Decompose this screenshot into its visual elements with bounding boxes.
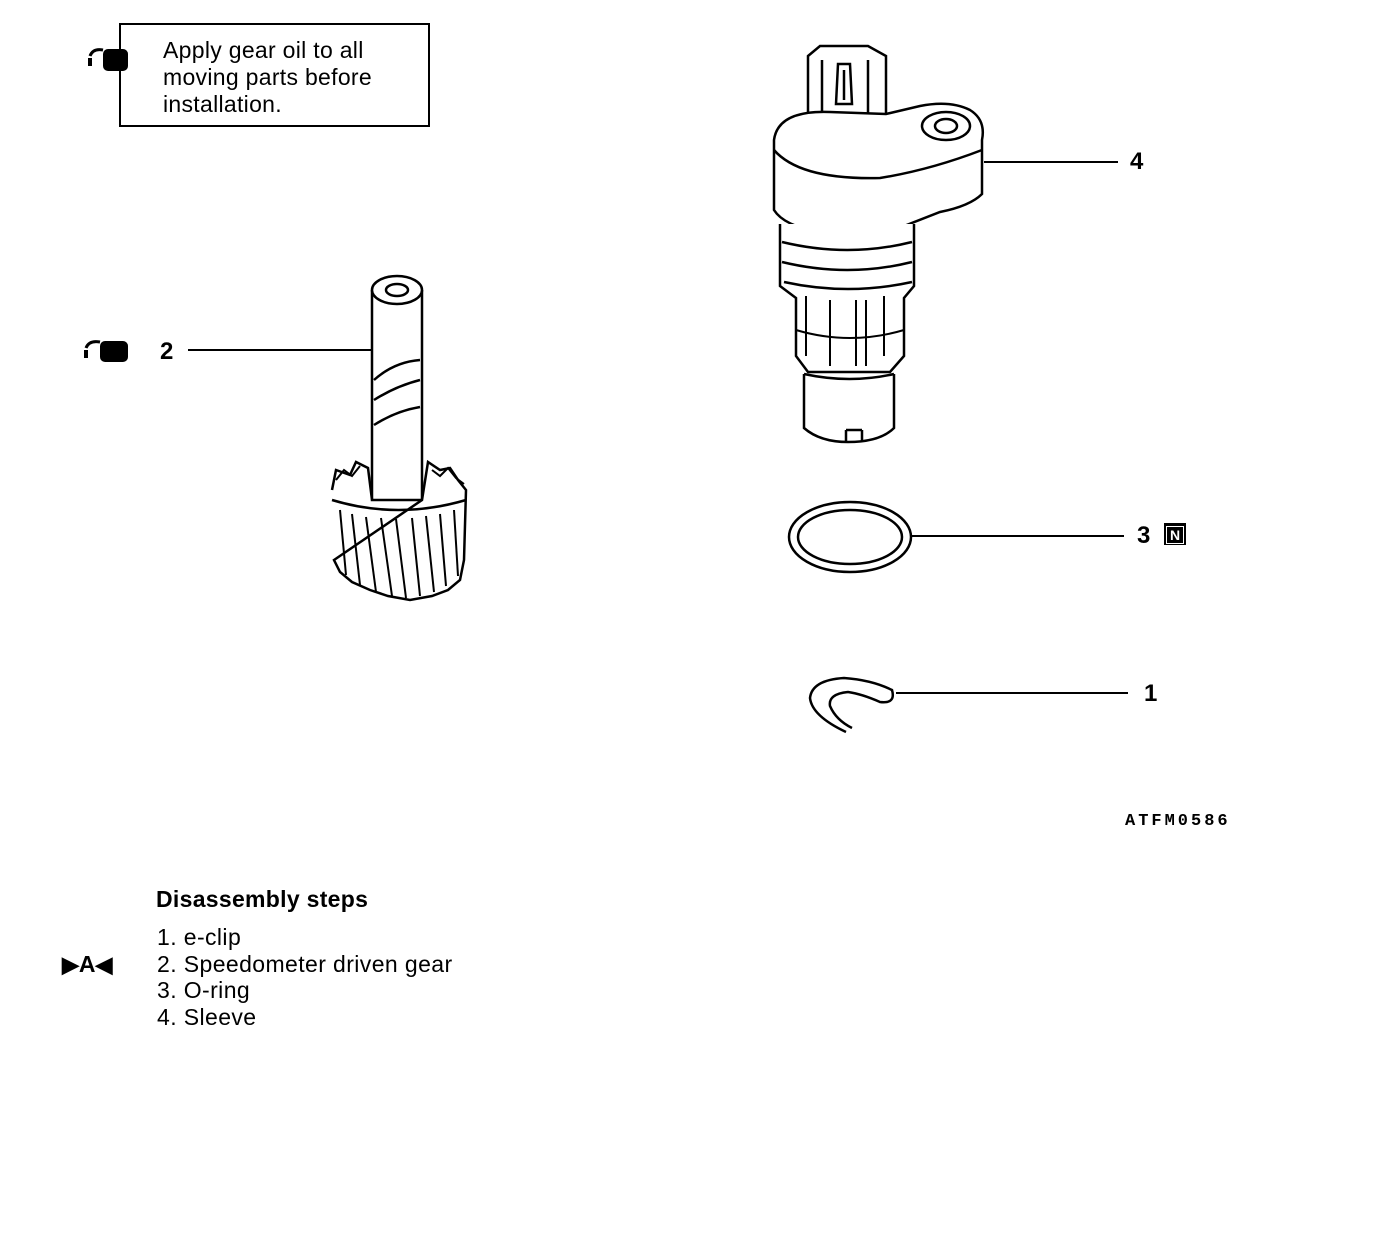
e-clip-drawing [808, 676, 894, 734]
step-item: 4. Sleeve [157, 1003, 257, 1030]
service-point-marker: ▶A◀ [62, 951, 112, 978]
sleeve-drawing [772, 44, 984, 444]
oil-can-icon [84, 340, 128, 362]
new-part-badge-label: N [1166, 526, 1184, 544]
figure-id: ATFM0586 [1125, 812, 1231, 831]
note-text: Apply gear oil to all moving parts befor… [163, 37, 423, 118]
note-box: Apply gear oil to all moving parts befor… [119, 23, 430, 127]
oil-can-icon [88, 48, 128, 71]
step-item: 2. Speedometer driven gear [157, 950, 453, 977]
o-ring-drawing [787, 500, 913, 574]
note-line: moving parts before [163, 64, 372, 90]
steps-title: Disassembly steps [156, 886, 369, 912]
callout-2: 2 [160, 338, 174, 365]
marker-right-triangle: ◀ [95, 952, 113, 977]
callout-4: 4 [1130, 148, 1144, 175]
steps-list: 1. e-clip 2. Speedometer driven gear 3. … [157, 924, 453, 1030]
step-item: 1. e-clip [157, 924, 242, 950]
new-part-badge: N [1164, 523, 1186, 545]
callout-1: 1 [1144, 680, 1158, 707]
callout-3: 3 [1137, 522, 1151, 549]
note-line: Apply gear oil to all [163, 37, 364, 63]
step-item: 3. O-ring [157, 977, 251, 1003]
marker-letter: A [78, 951, 96, 977]
marker-left-triangle: ▶ [62, 952, 79, 977]
note-line: installation. [163, 91, 282, 117]
speedometer-driven-gear-drawing [330, 274, 468, 602]
